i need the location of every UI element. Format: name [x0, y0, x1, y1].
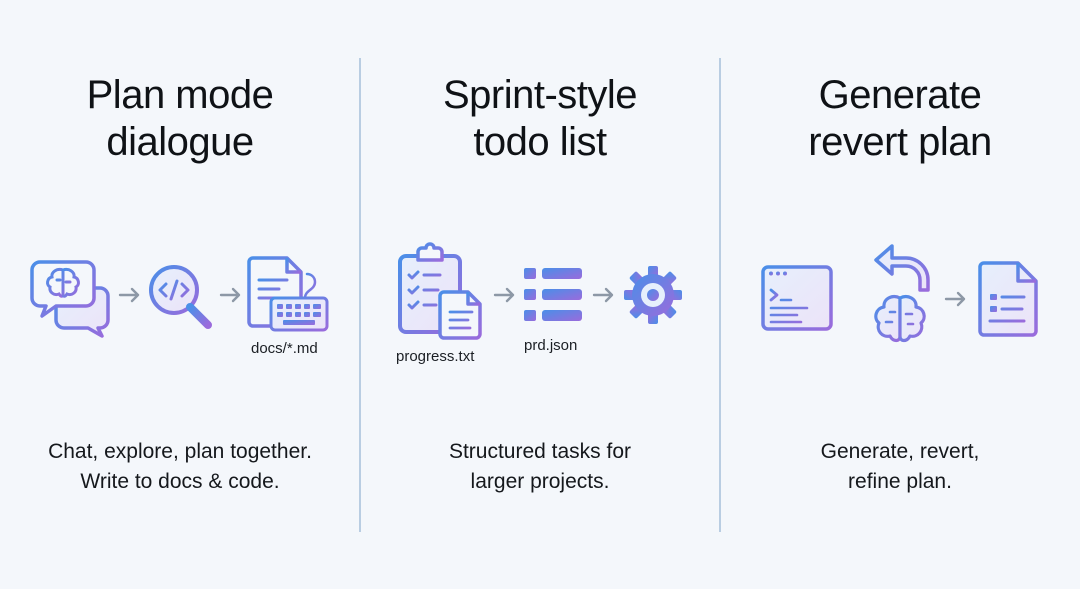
code-search-icon — [149, 265, 212, 329]
brain-icon — [874, 295, 926, 350]
desc-line-2: larger projects. — [470, 470, 610, 493]
desc-line-1: Structured tasks for — [448, 440, 632, 463]
arrow-right-icon — [592, 287, 614, 303]
document-icon — [978, 261, 1038, 337]
column-description: Structured tasks for larger projects. — [360, 437, 720, 497]
docs-label: docs/*.md — [251, 340, 318, 357]
arrow-right-icon — [219, 287, 241, 303]
arrow-right-icon — [493, 287, 515, 303]
column-title: Generate revert plan — [720, 72, 1080, 166]
column-title: Sprint-style todo list — [360, 72, 720, 166]
arrow-right-icon — [944, 291, 966, 307]
progress-label: progress.txt — [396, 348, 475, 365]
column-description: Generate, revert, refine plan. — [720, 437, 1080, 497]
title-line-2: todo list — [473, 120, 607, 164]
arrow-right-icon — [118, 287, 140, 303]
desc-line-1: Generate, revert, — [820, 440, 980, 463]
title-line-2: revert plan — [808, 120, 992, 164]
chat-brain-icon — [30, 260, 110, 338]
column-title: Plan mode dialogue — [0, 72, 360, 166]
title-line-1: Sprint-style — [442, 73, 638, 117]
column-revert-plan: Generate revert plan — [720, 0, 1080, 589]
title-line-1: Generate — [818, 73, 982, 117]
column-sprint-todo: Sprint-style todo list progress.txt — [360, 0, 720, 589]
title-line-1: Plan mode — [86, 73, 274, 117]
column-plan-mode: Plan mode dialogue — [0, 0, 360, 589]
list-icon — [524, 268, 582, 321]
prd-label: prd.json — [524, 337, 578, 354]
column-description: Chat, explore, plan together. Write to d… — [0, 437, 360, 497]
clipboard-checklist-icon — [398, 242, 482, 340]
title-line-2: dialogue — [106, 120, 254, 164]
divider-left — [359, 58, 361, 532]
divider-right — [719, 58, 721, 532]
gear-icon — [624, 266, 682, 324]
desc-line-1: Chat, explore, plan together. — [48, 440, 312, 463]
undo-arrow-icon — [874, 244, 930, 292]
desc-line-2: Write to docs & code. — [80, 470, 280, 493]
document-keyboard-icon — [247, 256, 329, 332]
desc-line-2: refine plan. — [848, 470, 952, 493]
terminal-window-icon — [761, 265, 833, 331]
